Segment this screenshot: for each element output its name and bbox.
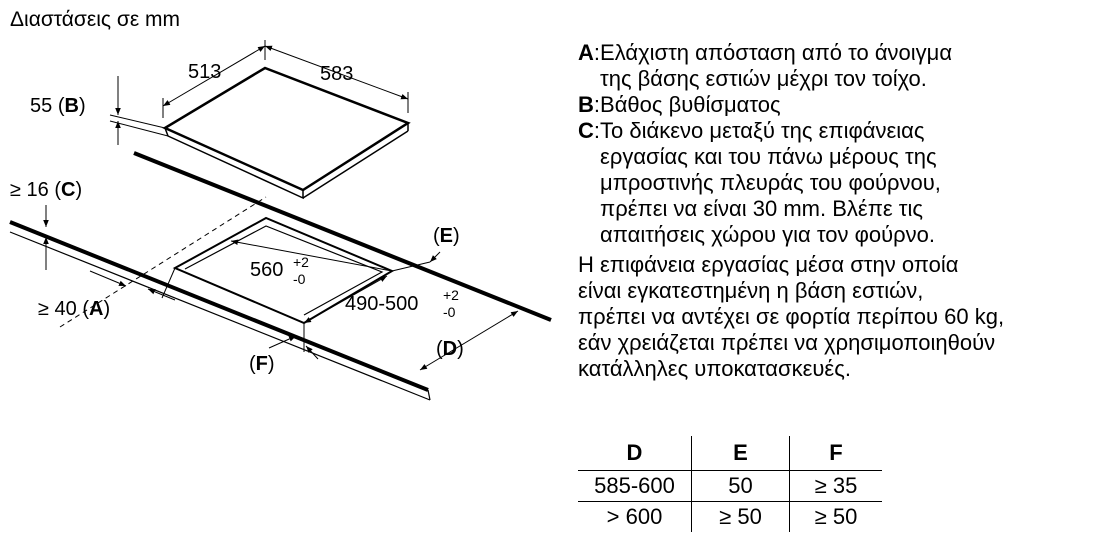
table-header: F (829, 440, 843, 465)
dim-a: ≥ 40 (A) (38, 267, 176, 320)
svg-text:560: 560 (250, 259, 283, 281)
svg-text:55 (B): 55 (B) (30, 95, 86, 117)
svg-text:(F): (F) (249, 353, 275, 375)
note-c: C: Το διάκενο μεταξύ της επιφάνειας εργα… (578, 118, 941, 247)
dim-b-value: 55 (30, 95, 52, 117)
table-header: E (691, 436, 790, 471)
label-b: B (64, 95, 78, 117)
svg-text:≥ 40 (A): ≥ 40 (A) (38, 298, 110, 320)
cutout-depth-tol-minus: -0 (443, 304, 456, 320)
dim-b: 55 (B) (30, 76, 169, 145)
svg-text:490-500: 490-500 (345, 293, 418, 315)
note-a: A: Ελάχιστη απόσταση από το άνοιγμα της … (578, 40, 953, 91)
note-key: B (578, 92, 594, 117)
cutout-width-tol-plus: +2 (293, 254, 309, 270)
table-cell: 50 (691, 470, 790, 502)
dim-513: 513 (162, 40, 266, 118)
hob-top (162, 66, 411, 192)
dim-c-value: ≥ 16 (10, 179, 49, 201)
table-cell: ≥ 50 (691, 501, 790, 532)
installation-diagram: 513 583 55 (B) 560 +2 -0 490-500 +2 -0 (9, 40, 552, 401)
label-a: A (89, 298, 103, 320)
dim-f: (F) (249, 323, 319, 375)
notes-panel: A: Ελάχιστη απόσταση από το άνοιγμα της … (578, 40, 1118, 382)
cutout-width-tol-minus: -0 (293, 271, 306, 287)
dim-d: (D) (419, 310, 519, 371)
table-row: 585-600 50 ≥ 35 (578, 470, 882, 502)
table-cell: ≥ 50 (789, 501, 882, 532)
svg-text:(D): (D) (436, 338, 464, 360)
dimension-table: D E F 585-600 50 ≥ 35 > 600 ≥ 50 ≥ 50 (578, 436, 882, 532)
table-cell: ≥ 35 (789, 470, 882, 502)
note-text: Ελάχιστη απόσταση από το άνοιγμα της βάσ… (600, 40, 953, 91)
dim-583: 583 (264, 45, 409, 113)
dim-c: ≥ 16 (C) (10, 179, 82, 270)
hob-edge (164, 127, 304, 200)
units-label: Διαστάσεις σε mm (10, 8, 181, 31)
table-header-row: D E F (578, 436, 882, 471)
hob-depth-label: 513 (188, 61, 221, 83)
cutout: 560 +2 -0 490-500 +2 -0 (59, 196, 459, 328)
dim-e: (E) (391, 225, 460, 272)
note-key: A (578, 40, 594, 65)
note-b: B: Βάθος βυθίσματος (578, 92, 781, 117)
load-note-paragraph: Η επιφάνεια εργασίας μέσα στην οποία είν… (578, 252, 1005, 381)
note-text: Το διάκενο μεταξύ της επιφάνειας εργασία… (600, 118, 941, 247)
cutout-depth-value: 490-500 (345, 293, 418, 315)
svg-text:≥ 16 (C): ≥ 16 (C) (10, 179, 82, 201)
note-text: Βάθος βυθίσματος (600, 92, 781, 117)
hob-width-label: 583 (320, 63, 353, 85)
label-e: E (440, 225, 453, 247)
cutout-depth-tol-plus: +2 (443, 287, 459, 303)
label-f: F (256, 353, 268, 375)
cutout-width-value: 560 (250, 259, 283, 281)
label-d: D (443, 338, 457, 360)
label-c: C (61, 179, 75, 201)
svg-text:(E): (E) (433, 225, 460, 247)
dim-a-value: ≥ 40 (38, 298, 77, 320)
note-key: C (578, 118, 594, 143)
table-cell: > 600 (578, 501, 692, 532)
countertop (9, 151, 552, 401)
table-header: D (578, 436, 692, 471)
table-row: > 600 ≥ 50 ≥ 50 (578, 501, 882, 532)
table-cell: 585-600 (578, 470, 692, 502)
